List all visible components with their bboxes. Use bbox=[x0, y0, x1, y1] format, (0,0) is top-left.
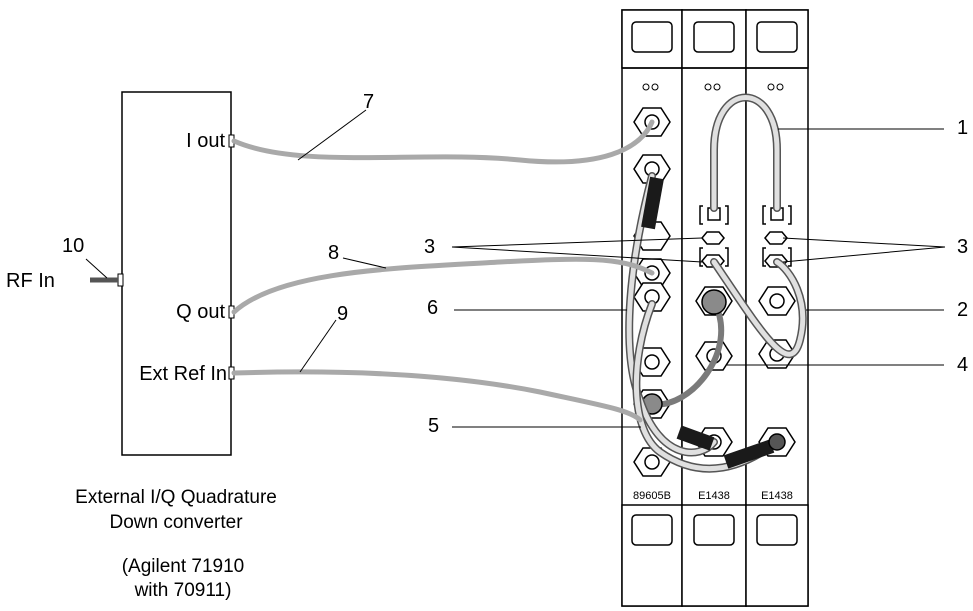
callout-2: 2 bbox=[957, 299, 968, 321]
module-label-89605b: 89605B bbox=[633, 490, 671, 502]
rf-in-label: RF In bbox=[6, 270, 55, 292]
callout-3-right: 3 bbox=[957, 236, 968, 258]
callout-5: 5 bbox=[428, 415, 439, 437]
converter-caption-line2: Down converter bbox=[109, 512, 243, 533]
callout-4: 4 bbox=[957, 354, 968, 376]
converter-caption-line3: (Agilent 71910 bbox=[122, 556, 245, 577]
ext-ref-in-label: Ext Ref In bbox=[139, 363, 227, 385]
q-out-label: Q out bbox=[176, 301, 225, 323]
callout-10: 10 bbox=[62, 235, 84, 257]
callout-leaders bbox=[85, 109, 946, 428]
converter-caption-line4: with 70911) bbox=[134, 580, 232, 601]
module-label-e1438-right: E1438 bbox=[761, 490, 793, 502]
callout-6: 6 bbox=[427, 297, 438, 319]
callout-9: 9 bbox=[337, 303, 348, 325]
callout-3-left: 3 bbox=[424, 236, 435, 258]
converter-caption-line1: External I/Q Quadrature bbox=[75, 487, 277, 508]
module-label-e1438-middle: E1438 bbox=[698, 490, 730, 502]
callout-7: 7 bbox=[363, 91, 374, 113]
callout-1: 1 bbox=[957, 117, 968, 139]
i-out-label: I out bbox=[186, 130, 225, 152]
downconverter-box bbox=[117, 91, 235, 456]
callout-8: 8 bbox=[328, 242, 339, 264]
